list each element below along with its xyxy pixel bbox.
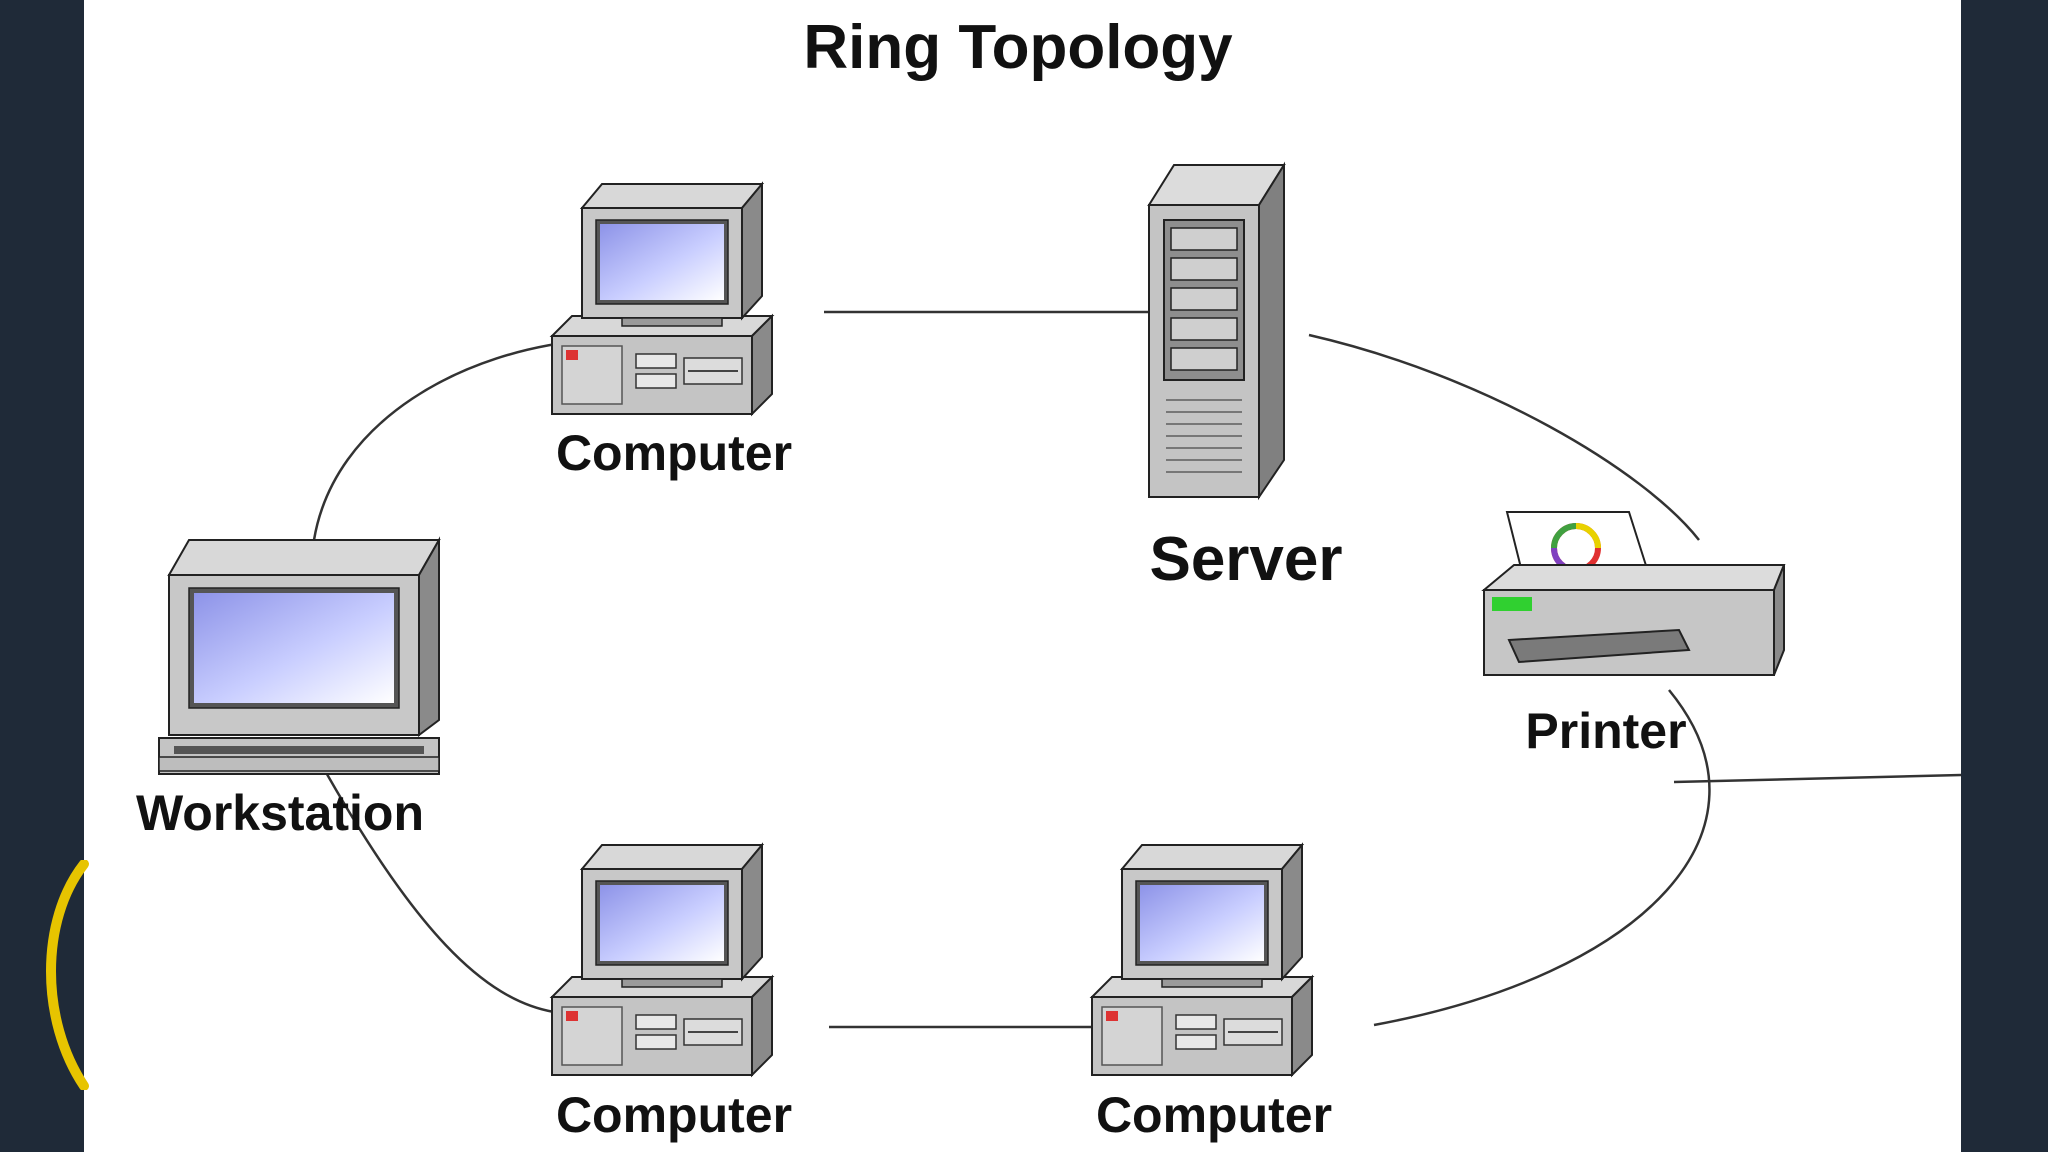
link-workstation-computer (312, 338, 590, 541)
computer-bottom-left-label: Computer (556, 1087, 792, 1143)
ring-topology-diagram: Ring Topology Computer (136, 13, 1961, 1143)
computer-top-icon (551, 183, 773, 415)
workstation-icon (158, 536, 441, 775)
computer-top-label: Computer (556, 425, 792, 481)
computer-bottom-left-icon (551, 844, 773, 1076)
printer-icon (1481, 511, 1786, 676)
link-server-printer (1308, 333, 1700, 541)
slide-canvas: Ring Topology Computer (84, 0, 1961, 1152)
server-label: Server (1149, 525, 1342, 594)
ring-links (312, 310, 1961, 1029)
link-printer-computer (1373, 689, 1711, 1027)
printer-label: Printer (1525, 703, 1686, 759)
diagram-title: Ring Topology (803, 13, 1233, 82)
workstation-label: Workstation (136, 785, 424, 841)
link-computer-workstation (317, 759, 555, 1014)
computer-bottom-right-label: Computer (1096, 1087, 1332, 1143)
computer-bottom-right-icon (1091, 844, 1313, 1076)
server-icon (1147, 161, 1286, 501)
link-external (1673, 773, 1961, 784)
decorative-arc (46, 860, 89, 1090)
